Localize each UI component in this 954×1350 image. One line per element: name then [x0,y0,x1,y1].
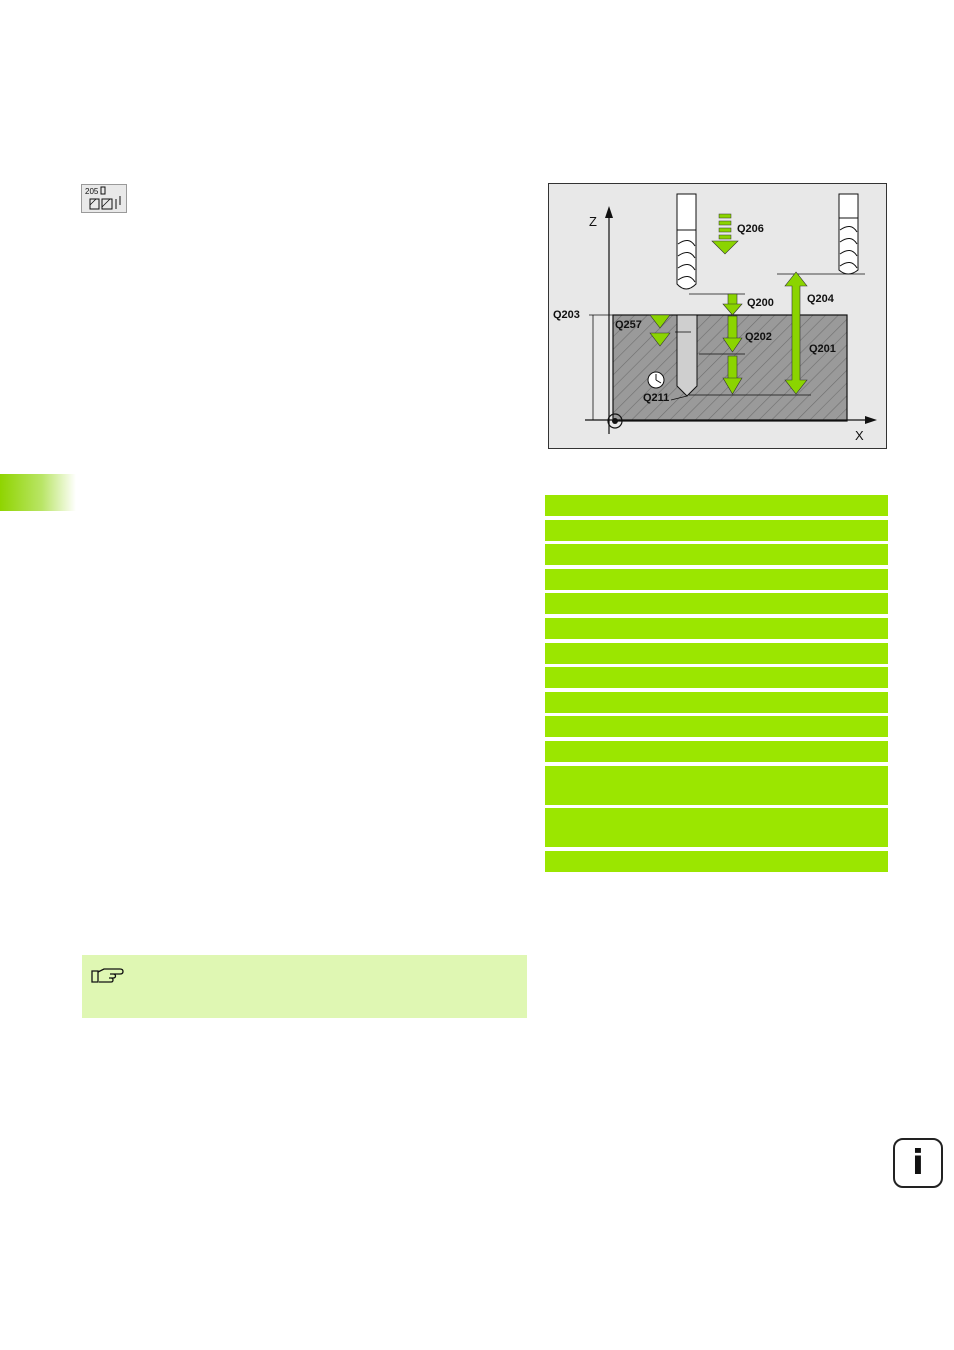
parameter-bar [545,766,888,805]
parameter-bar [545,593,888,614]
label-q204: Q204 [807,293,835,305]
parameter-bar [545,692,888,713]
x-axis-arrow-icon [865,416,877,424]
cycle-number: 205 [85,187,99,196]
parameter-bar [545,569,888,590]
cycle-205-icon: 205 [81,184,127,213]
dwell-clock-icon [647,371,665,389]
label-q206: Q206 [737,223,764,235]
tool-right-icon [838,193,859,275]
label-q203: Q203 [553,309,580,321]
pointing-hand-icon [91,968,124,983]
label-q257: Q257 [615,319,642,331]
parameter-bar [545,808,888,847]
parameter-bar [545,495,888,516]
q204-double-arrow-icon [784,271,808,395]
label-q201: Q201 [809,343,836,355]
parameter-bar [545,618,888,639]
q200-arrow-icon [722,293,743,316]
feed-arrow-icon [711,213,739,255]
axis-z-label: Z [589,214,597,229]
label-q200: Q200 [747,297,774,309]
parameter-bar [545,741,888,762]
parameter-bar [545,716,888,737]
parameter-bar [545,851,888,872]
tool-left-icon [676,193,697,290]
parameter-bar [545,667,888,688]
drilled-hole [676,314,698,397]
z-axis-arrow-icon [605,206,613,218]
cycle-figure: Z X [548,183,887,449]
label-q202: Q202 [745,331,772,343]
parameter-bar [545,520,888,541]
label-q211: Q211 [643,392,669,404]
q201-arrow-icon [722,355,743,395]
chapter-tab [0,474,76,511]
parameter-bar [545,544,888,565]
info-icon: i [893,1138,943,1188]
parameter-bar [545,643,888,664]
note-box [82,955,527,1018]
datum-icon [607,413,623,429]
info-glyph: i [912,1143,924,1183]
q257-arrow-icon [649,314,671,347]
axis-x-label: X [855,428,864,443]
q202-arrow-icon [722,315,743,353]
